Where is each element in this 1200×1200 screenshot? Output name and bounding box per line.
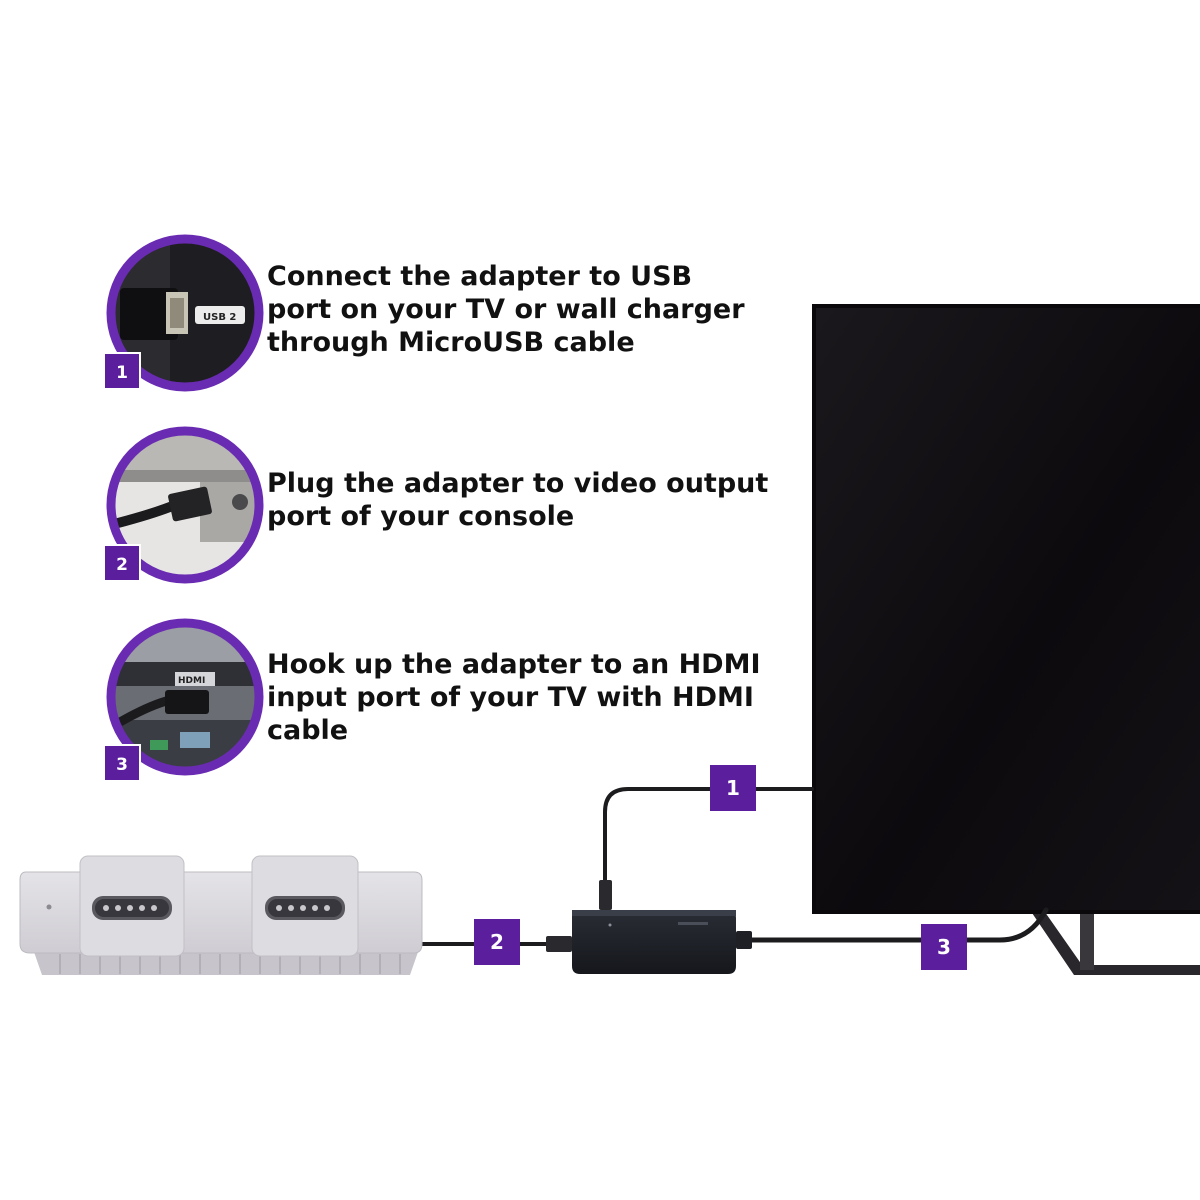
step-1-badge: 1 <box>103 352 141 390</box>
tv-stand <box>1030 905 1200 975</box>
usb-port-label: USB 2 <box>203 312 236 323</box>
retro-console <box>19 855 423 975</box>
step-2-line-2: port of your console <box>267 501 575 532</box>
step-1-instruction: Connect the adapter to USB port on your … <box>267 260 745 359</box>
step-2-line-1: Plug the adapter to video output <box>267 468 769 499</box>
step-3-badge: 3 <box>103 744 141 782</box>
micro-usb-plug <box>599 880 612 910</box>
step-3-line-3: cable <box>267 715 349 746</box>
console-cable-label: 2 <box>474 919 520 965</box>
hdmi-adapter <box>572 910 752 974</box>
step-3-line-1: Hook up the adapter to an HDMI <box>267 649 761 680</box>
hdmi-cable-label: 3 <box>921 924 967 970</box>
step-1-line-1: Connect the adapter to USB <box>267 261 693 292</box>
tv-screen <box>812 304 1200 914</box>
step-2-badge: 2 <box>103 544 141 582</box>
usb-cable-label: 1 <box>710 765 756 811</box>
hdmi-port-label: HDMI <box>178 676 205 686</box>
step-3-line-2: input port of your TV with HDMI <box>267 682 754 713</box>
step-1-line-2: port on your TV or wall charger <box>267 294 745 325</box>
step-1-line-3: through MicroUSB cable <box>267 327 635 358</box>
step-2-instruction: Plug the adapter to video output port of… <box>267 467 768 533</box>
step-3-instruction: Hook up the adapter to an HDMI input por… <box>267 648 761 747</box>
av-plug <box>546 936 572 952</box>
